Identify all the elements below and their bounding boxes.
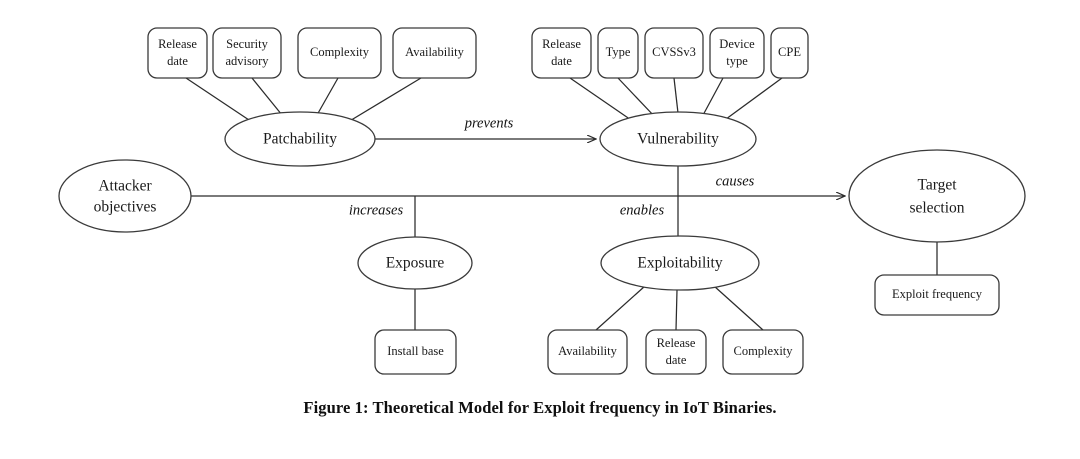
- indicator-label-line1: Release: [542, 37, 581, 51]
- construct-ellipse[interactable]: [224, 111, 376, 167]
- indicator-box[interactable]: [547, 329, 628, 375]
- edge-label-enables: enables: [620, 202, 665, 218]
- construct-ellipse[interactable]: [58, 159, 192, 233]
- indicator-box[interactable]: [374, 329, 457, 375]
- indicator-label: CVSSv3: [652, 45, 696, 59]
- indicator-box[interactable]: [722, 329, 804, 375]
- indicator-install-base-exposure[interactable]: Install base: [374, 329, 457, 375]
- indicator-release-date-vulnerability[interactable]: Release date: [531, 27, 592, 79]
- edge-vuln-cvssv3-vulnerability: [673, 77, 679, 114]
- construct-label: Exploitability: [637, 255, 722, 272]
- edge-availability-patchability: [347, 77, 422, 123]
- construct-label-line1: Attacker: [98, 178, 152, 195]
- construct-label-line2: selection: [909, 200, 964, 217]
- indicator-cvssv3-vulnerability[interactable]: CVSSv3: [644, 27, 704, 79]
- indicator-label: CPE: [778, 45, 801, 59]
- indicator-box[interactable]: [770, 27, 809, 79]
- construct-ellipse[interactable]: [357, 236, 473, 290]
- indicator-complexity-exploitability[interactable]: Complexity: [722, 329, 804, 375]
- indicator-label-line2: type: [726, 54, 748, 68]
- figure-caption: Figure 1: Theoretical Model for Exploit …: [303, 398, 777, 417]
- indicator-box[interactable]: [709, 27, 765, 79]
- vulnerability-indicator-edges: [569, 77, 783, 123]
- indicator-exploit-frequency-target-selection[interactable]: Exploit frequency: [874, 274, 1000, 316]
- indicator-label-line1: Release: [158, 37, 197, 51]
- construct-attacker-objectives[interactable]: Attacker objectives: [58, 159, 192, 233]
- indicator-label: Install base: [387, 344, 444, 358]
- indicator-box[interactable]: [531, 27, 592, 79]
- indicator-label-line1: Security: [226, 37, 268, 51]
- construct-label-line1: Target: [917, 177, 957, 194]
- indicator-label: Availability: [405, 45, 465, 59]
- edge-release-date-patchability: [185, 77, 253, 123]
- indicator-release-date-exploitability[interactable]: Release date: [645, 329, 707, 375]
- indicator-box[interactable]: [644, 27, 704, 79]
- edge-vuln-release-date-vulnerability: [569, 77, 635, 123]
- edge-vuln-device-type-vulnerability: [701, 77, 724, 118]
- construct-ellipse[interactable]: [848, 149, 1026, 243]
- edge-exploit-release-date: [675, 289, 678, 331]
- indicator-availability-exploitability[interactable]: Availability: [547, 329, 628, 375]
- construct-label-line2: objectives: [94, 199, 157, 216]
- edge-label-causes: causes: [716, 173, 755, 189]
- edge-security-advisory-patchability: [251, 77, 283, 116]
- indicator-label: Exploit frequency: [892, 287, 983, 301]
- edge-exploit-availability: [595, 285, 646, 331]
- indicator-cpe-vulnerability[interactable]: CPE: [770, 27, 809, 79]
- indicator-box[interactable]: [147, 27, 208, 79]
- indicator-security-advisory-patchability[interactable]: Security advisory: [212, 27, 282, 79]
- construct-label: Vulnerability: [637, 131, 719, 148]
- indicator-complexity-patchability[interactable]: Complexity: [297, 27, 382, 79]
- construct-exposure[interactable]: Exposure: [357, 236, 473, 290]
- construct-ellipse[interactable]: [599, 111, 757, 167]
- exploitability-indicator-edges: [595, 285, 764, 331]
- construct-label: Exposure: [386, 255, 445, 272]
- edge-label-increases: increases: [349, 202, 404, 218]
- indicator-label-line1: Release: [657, 336, 696, 350]
- patchability-indicator-edges: [185, 77, 422, 123]
- indicator-label: Complexity: [310, 45, 370, 59]
- construct-vulnerability[interactable]: Vulnerability: [599, 111, 757, 167]
- indicator-label-line2: advisory: [225, 54, 269, 68]
- indicator-label: Complexity: [733, 344, 793, 358]
- indicator-label-line2: date: [666, 353, 687, 367]
- indicator-label-line2: date: [551, 54, 572, 68]
- indicator-box[interactable]: [212, 27, 282, 79]
- indicator-device-type-vulnerability[interactable]: Device type: [709, 27, 765, 79]
- edge-vuln-cpe-vulnerability: [721, 77, 783, 123]
- edge-exploit-complexity: [713, 285, 764, 331]
- indicator-box[interactable]: [597, 27, 639, 79]
- indicator-label: Type: [606, 45, 631, 59]
- construct-patchability[interactable]: Patchability: [224, 111, 376, 167]
- indicator-box[interactable]: [297, 27, 382, 79]
- construct-exploitability[interactable]: Exploitability: [600, 235, 760, 291]
- indicator-box[interactable]: [874, 274, 1000, 316]
- indicator-label-line2: date: [167, 54, 188, 68]
- indicator-type-vulnerability[interactable]: Type: [597, 27, 639, 79]
- indicator-box[interactable]: [392, 27, 477, 79]
- construct-ellipse[interactable]: [600, 235, 760, 291]
- construct-target-selection[interactable]: Target selection: [848, 149, 1026, 243]
- indicator-label-line1: Device: [719, 37, 755, 51]
- edge-vuln-type-vulnerability: [617, 77, 656, 118]
- indicator-box[interactable]: [645, 329, 707, 375]
- indicator-availability-patchability[interactable]: Availability: [392, 27, 477, 79]
- construct-label: Patchability: [263, 131, 337, 148]
- edge-complexity-patchability: [316, 77, 339, 116]
- edge-label-prevents: prevents: [464, 115, 514, 131]
- indicator-label: Availability: [558, 344, 618, 358]
- indicator-release-date-patchability[interactable]: Release date: [147, 27, 208, 79]
